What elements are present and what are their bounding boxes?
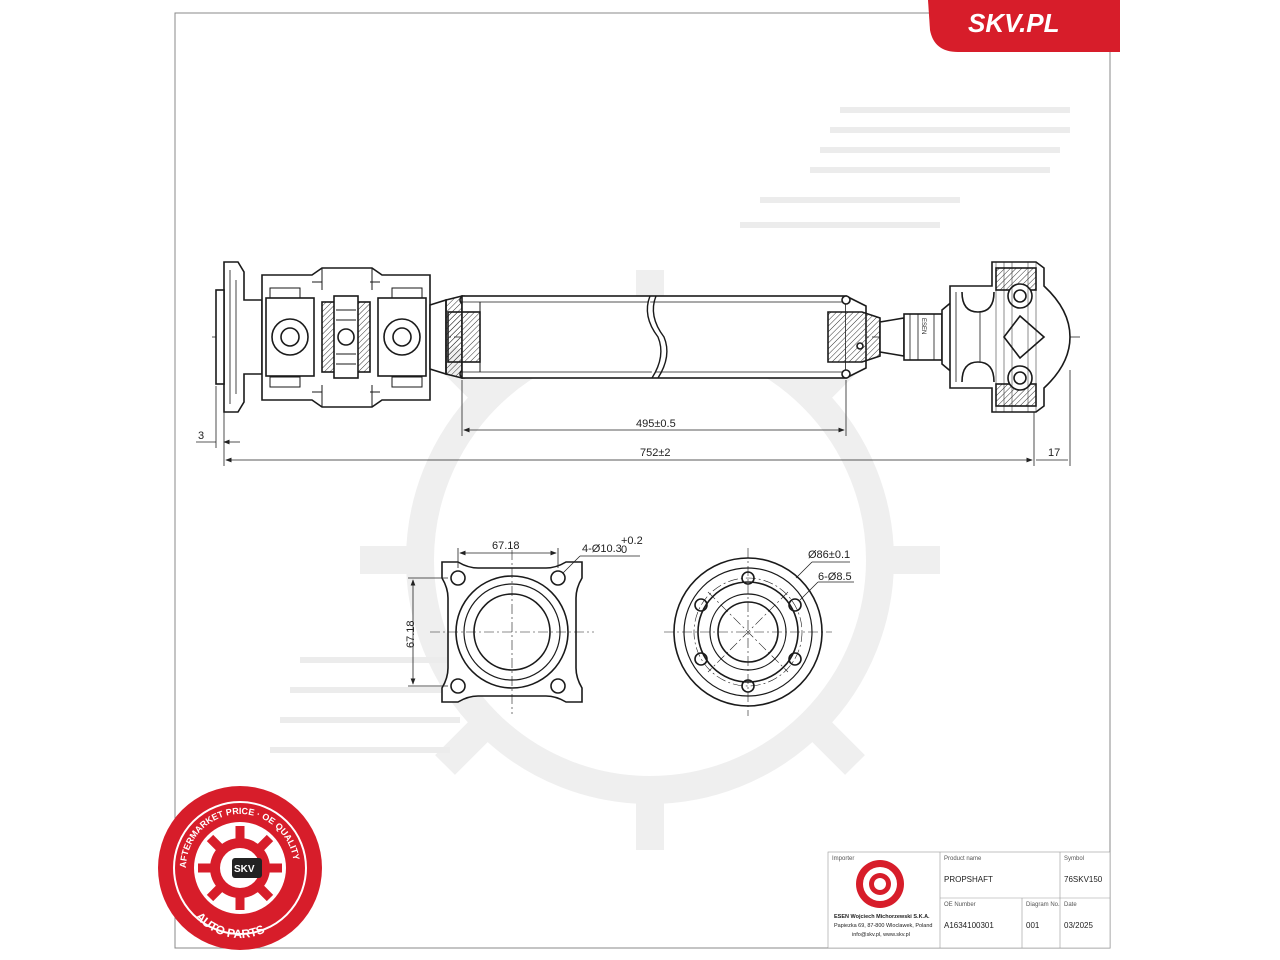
propshaft-side-view — [212, 261, 1080, 413]
esen-stamp: ESEN — [920, 318, 926, 334]
square-flange-view — [430, 550, 594, 714]
round-flange-dimensions — [795, 561, 854, 601]
dim-flange-holes-tol: +0.2 — [621, 535, 643, 547]
drawing-frame — [174, 12, 1111, 949]
side-view-dimensions — [196, 370, 1071, 466]
date-value: 03/2025 — [1064, 921, 1093, 930]
dim-round-diameter: Ø86±0.1 — [808, 549, 850, 561]
dim-flange-holes-tol-low: 0 — [621, 544, 627, 556]
dim-left-offset: 3 — [198, 430, 204, 442]
importer-name: ESEN Wojciech Michorzewski S.K.A. — [834, 914, 930, 920]
brand-name: SKV.PL — [968, 8, 1060, 38]
product-name-label: Product name — [944, 856, 982, 862]
diagram-no-label: Diagram No. — [1026, 902, 1060, 908]
watermark-stripes — [270, 107, 1070, 753]
dim-right-offset: 17 — [1048, 447, 1060, 459]
date-label: Date — [1064, 902, 1077, 908]
dim-round-holes: 6-Ø8.5 — [818, 571, 852, 583]
importer-contact: info@skv.pl, www.skv.pl — [852, 932, 910, 938]
oe-number-label: OE Number — [944, 902, 976, 908]
round-flange-view — [664, 548, 832, 716]
dim-flange-holes: 4-Ø10.3 — [582, 543, 622, 555]
brand-tab: SKV.PL — [928, 0, 1120, 52]
diagram-no: 001 — [1026, 921, 1040, 930]
skv-seal: SKV AFTERMARKET PRICE · OE QUALITY AUTO … — [158, 786, 322, 950]
dim-tube-length: 495±0.5 — [636, 418, 676, 430]
dim-flange-side-v: 67.18 — [405, 620, 417, 648]
oe-number: A1634100301 — [944, 921, 994, 930]
importer-label: Importer — [832, 856, 854, 862]
importer-logo — [856, 860, 904, 908]
seal-center-text: SKV — [234, 864, 255, 875]
importer-address: Papiezka 69, 87-800 Wloclawek, Poland — [834, 923, 932, 929]
symbol-value: 76SKV150 — [1064, 875, 1103, 884]
symbol-label: Symbol — [1064, 856, 1084, 862]
dim-total-length: 752±2 — [640, 447, 671, 459]
square-flange-dimensions — [408, 548, 640, 687]
product-name: PROPSHAFT — [944, 875, 993, 884]
dim-flange-side-h: 67.18 — [492, 540, 520, 552]
